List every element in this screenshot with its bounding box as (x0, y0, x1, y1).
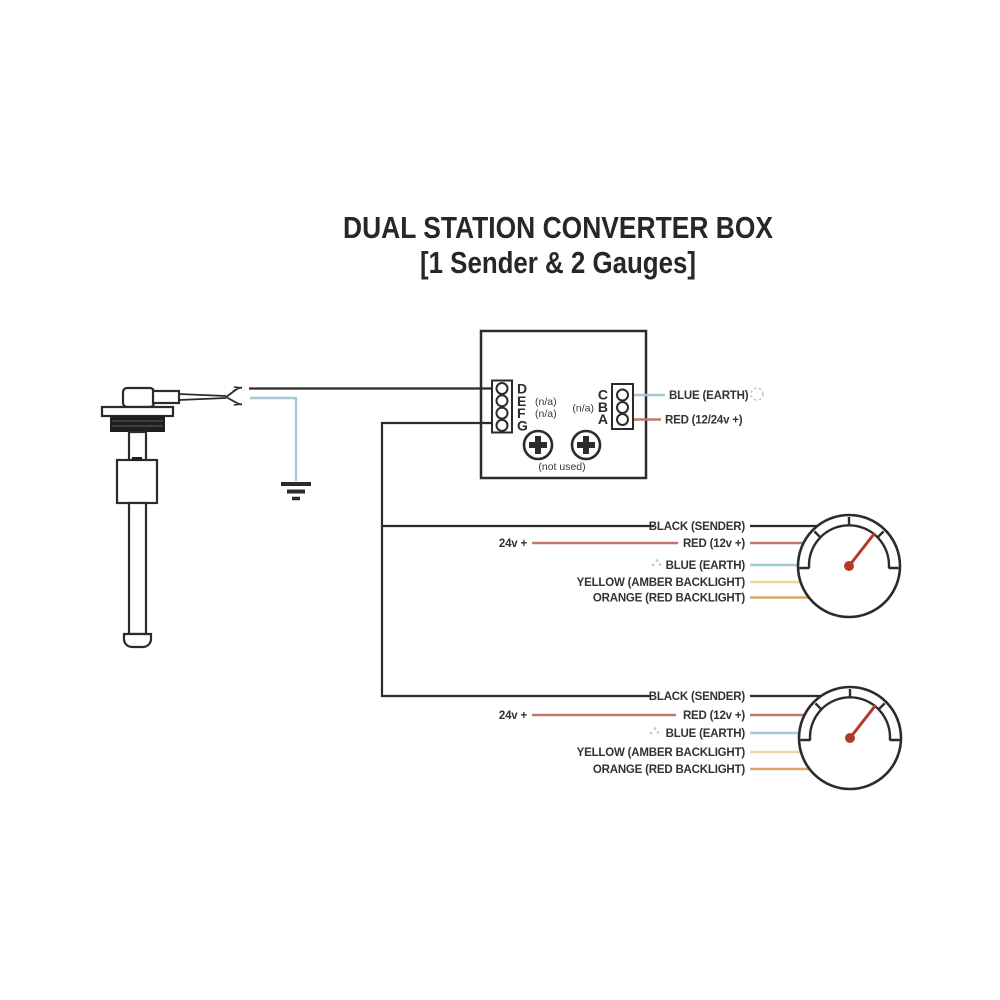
sender-stem (127, 430, 148, 462)
sender-thread-ridges (112, 420, 163, 427)
terminal-f (495, 406, 509, 420)
gauge1-supply-label: 24v + (499, 538, 528, 550)
wire-runs (249, 387, 654, 698)
terminal-g-label: G (517, 417, 528, 433)
gauge1-needle (847, 532, 876, 568)
gauge1-sender-label: BLACK (SENDER) (649, 521, 746, 533)
terminal-f-label: F (517, 405, 526, 421)
faint-dot (649, 731, 653, 735)
terminal-c (616, 388, 629, 402)
gauge-1-wires (532, 524, 818, 599)
gauge-1: BLACK (SENDER) 24v + RED (12v +) BLUE (E… (499, 513, 902, 619)
gauge2-sender-label: BLACK (SENDER) (649, 691, 746, 703)
terminal-d (495, 382, 509, 395)
terminal-e-label: E (517, 393, 526, 409)
gauge2-needle (848, 704, 877, 740)
gauge1-positive-label: RED (12v +) (683, 538, 745, 550)
gauge1-earth-label: BLUE (EARTH) (666, 560, 746, 572)
wire-terminal-g-to-gauges (380, 421, 651, 698)
faint-dot (651, 563, 655, 567)
sender-flange (100, 405, 175, 418)
output-blue-label: BLUE (EARTH) (669, 390, 749, 402)
faint-dot (658, 563, 662, 566)
sender-connector-body (121, 386, 156, 409)
gauge1-needle-hub (844, 561, 854, 571)
sender-tube (127, 501, 148, 636)
sender-connector-barrel (151, 389, 181, 405)
earth-icon-faint (750, 387, 764, 401)
screw-cross-icon (529, 436, 547, 454)
diagram-title-line1: DUAL STATION CONVERTER BOX (343, 210, 773, 245)
fuel-sender-unit (100, 386, 243, 649)
sender-cable (178, 393, 227, 401)
sender-thread-bung (110, 416, 165, 432)
gauge-1-dial (796, 513, 902, 619)
sender-bottom-cap (122, 632, 153, 649)
gauge2-supply-label: 24v + (499, 710, 528, 722)
terminal-c-label: C (598, 387, 608, 403)
terminal-g (495, 418, 509, 432)
faint-dot (653, 727, 657, 730)
terminal-block-left (491, 379, 513, 434)
faint-dot (656, 731, 660, 734)
sender-float-nub (132, 457, 142, 461)
gauge2-amber-backlight-label: YELLOW (AMBER BACKLIGHT) (577, 747, 746, 759)
earth-ground-symbol (281, 482, 311, 501)
earth-icon-faint (651, 559, 662, 567)
gauge2-red-backlight-label: ORANGE (RED BACKLIGHT) (593, 764, 745, 776)
diagram-title-line2: [1 Sender & 2 Gauges] (420, 245, 696, 280)
terminal-b-na-note: (n/a) (572, 403, 594, 415)
sender-float (115, 458, 159, 505)
gauge2-positive-label: RED (12v +) (683, 710, 745, 722)
sender-bare-wire-ends (232, 386, 243, 406)
adjustment-screws (522, 429, 602, 461)
gauge2-earth-label: BLUE (EARTH) (666, 728, 746, 740)
gauge-2: BLACK (SENDER) 24v + RED (12v +) BLUE (E… (499, 685, 903, 791)
terminal-block-right (611, 383, 634, 430)
earth-icon-faint (649, 727, 660, 735)
gauge1-scale-ticks (813, 517, 885, 539)
gauge1-amber-backlight-label: YELLOW (AMBER BACKLIGHT) (577, 577, 746, 589)
terminal-b (616, 401, 629, 414)
gauge2-scale-ticks (814, 689, 886, 711)
screw-cross-icon (577, 436, 595, 454)
gauge1-red-backlight-label: ORANGE (RED BACKLIGHT) (593, 593, 745, 605)
terminal-f-na-note: (n/a) (535, 408, 557, 420)
gauge2-needle-hub (845, 733, 855, 743)
terminal-e (495, 394, 509, 408)
screws-not-used-note: (not used) (538, 461, 585, 473)
converter-box: D E F G (n/a) (n/a) C B A (n/a) (not use… (491, 379, 764, 473)
terminal-a (616, 413, 629, 426)
wire-sender-earth (250, 396, 298, 481)
output-red-label: RED (12/24v +) (665, 415, 743, 427)
gauge-2-dial (797, 685, 903, 791)
terminal-b-label: B (598, 399, 608, 415)
terminal-a-label: A (598, 411, 608, 427)
faint-dot (655, 559, 659, 562)
sender-cable-fork (225, 388, 238, 404)
terminal-d-label: D (517, 381, 527, 397)
terminal-e-na-note: (n/a) (535, 396, 557, 408)
